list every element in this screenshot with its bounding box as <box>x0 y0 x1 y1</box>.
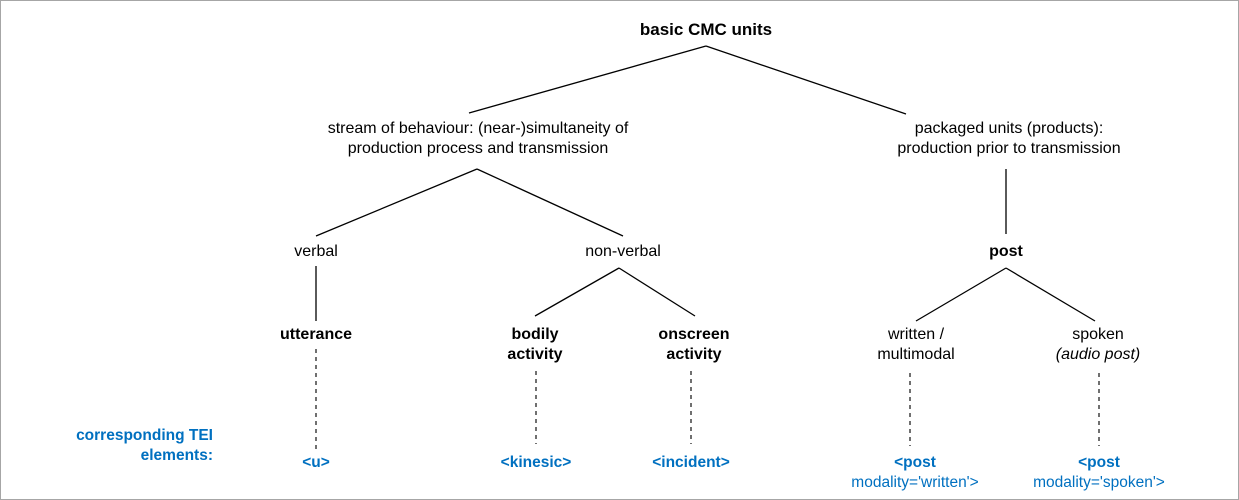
tei-element-post-spoken: <post modality='spoken'> <box>1033 453 1165 493</box>
tei-attr-modality-spoken: modality='spoken'> <box>1033 474 1165 492</box>
node-bodily-activity: bodily activity <box>507 326 563 364</box>
edge-root-to-packaged <box>705 45 907 115</box>
node-packaged-units: packaged units (products): production pr… <box>897 120 1121 158</box>
edge-post-to-spoken <box>1005 267 1096 322</box>
edge-nonverbal-to-onscreen <box>618 267 696 317</box>
tei-element-post-written: <post modality='written'> <box>851 453 978 493</box>
tei-tag-post-spoken: <post <box>1078 454 1120 471</box>
node-non-verbal: non-verbal <box>585 243 661 260</box>
edge-nonverbal-to-bodily <box>534 267 620 317</box>
node-spoken-audio-post: spoken (audio post) <box>1056 325 1141 366</box>
tei-attr-modality-written: modality='written'> <box>851 474 979 492</box>
edge-stream-to-nonverbal <box>476 168 624 237</box>
node-root: basic CMC units <box>639 20 773 39</box>
edge-post-to-written <box>915 267 1007 322</box>
node-stream-of-behaviour: stream of behaviour: (near-)simultaneity… <box>327 120 629 158</box>
edge-root-to-stream <box>468 45 707 114</box>
node-utterance: utterance <box>279 326 353 343</box>
tei-tag-u: <u> <box>302 454 330 471</box>
node-written-multimodal: written / multimodal <box>877 326 955 364</box>
node-onscreen-activity: onscreen activity <box>658 326 730 364</box>
node-spoken-line1: spoken <box>1072 326 1124 343</box>
node-post: post <box>989 243 1023 260</box>
tei-tag-post-written: <post <box>894 454 936 471</box>
tei-tag-incident: <incident> <box>652 454 730 471</box>
node-verbal: verbal <box>294 243 338 260</box>
tei-tag-kinesic: <kinesic> <box>500 454 572 471</box>
edge-stream-to-verbal <box>315 168 478 237</box>
node-spoken-line2: (audio post) <box>1055 346 1141 364</box>
tei-elements-caption: corresponding TEI elements: <box>76 427 213 465</box>
tei-element-incident: <incident> <box>652 453 730 473</box>
tei-element-u: <u> <box>302 453 330 473</box>
tei-element-kinesic: <kinesic> <box>501 453 572 473</box>
